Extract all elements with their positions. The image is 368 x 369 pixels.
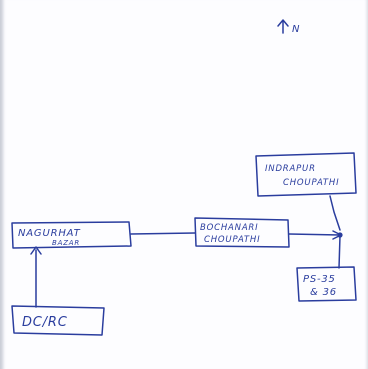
node-box <box>296 266 357 302</box>
node-label-line1: INDRAPUR <box>265 164 316 174</box>
road-nagurhat-bochanari <box>130 232 196 235</box>
road-junction-ps <box>338 235 341 269</box>
node-ps-35-36: PS-35 & 36 <box>296 266 357 302</box>
node-nagurhat-bazar: NAGURHAT BAZAR <box>11 221 132 249</box>
node-dc-rc: DC/RC <box>11 305 105 336</box>
node-indrapur-choupathi: INDRAPUR CHOUPATHI <box>255 152 357 197</box>
road-bochanari-junction <box>288 233 341 236</box>
node-label-line2: CHOUPATHI <box>283 178 339 188</box>
north-marker: N <box>277 19 300 35</box>
node-label-line2: BAZAR <box>52 239 80 247</box>
node-label-line1: PS-35 <box>303 274 336 285</box>
node-box <box>194 217 290 248</box>
node-label-line1: NAGURHAT <box>18 228 81 239</box>
connectors <box>30 195 343 308</box>
junction-dot <box>337 232 343 238</box>
north-label: N <box>292 24 300 35</box>
road-indrapur-junction <box>329 195 341 231</box>
node-label-line1: BOCHANARI <box>200 223 258 233</box>
north-arrow-icon <box>277 19 289 34</box>
node-bochanari-choupathi: BOCHANARI CHOUPATHI <box>194 217 290 248</box>
node-box <box>255 152 357 197</box>
node-box <box>11 305 105 336</box>
node-label-line1: DC/RC <box>22 315 68 330</box>
node-box <box>11 221 132 249</box>
node-label-line2: & 36 <box>310 287 337 298</box>
node-label-line2: CHOUPATHI <box>204 235 260 245</box>
